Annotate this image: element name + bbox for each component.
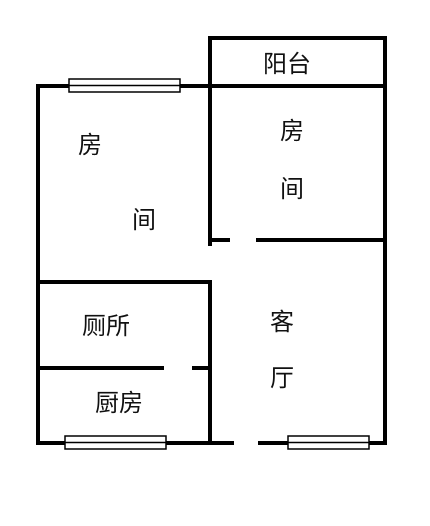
window-top-left bbox=[68, 78, 181, 93]
bedroom-right-char2: 间 bbox=[280, 175, 304, 203]
windows bbox=[64, 78, 370, 450]
bedroom-left-char2: 间 bbox=[132, 206, 156, 234]
living-room-char2: 厅 bbox=[270, 364, 294, 392]
window-bottom-living bbox=[287, 435, 370, 450]
walls bbox=[36, 36, 387, 445]
window-bottom-kitchen bbox=[64, 435, 167, 450]
toilet-label: 厕所 bbox=[82, 312, 130, 340]
bedroom-left-char1: 房 bbox=[78, 131, 102, 159]
living-room-char1: 客 bbox=[270, 308, 294, 336]
bedroom-right-char1: 房 bbox=[280, 117, 304, 145]
balcony-label: 阳台 bbox=[263, 50, 311, 78]
room-labels: 房 间 阳台 房 间 厕所 厨房 客 厅 bbox=[78, 50, 311, 417]
kitchen-label: 厨房 bbox=[95, 389, 143, 417]
